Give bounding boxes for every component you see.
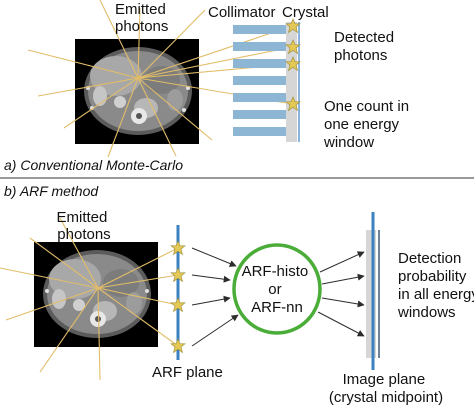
arrows-to-arf [191,247,239,347]
emitted-photons-label: Emitted photons [115,1,170,35]
arf-plane-label: ARF plane [152,364,223,381]
arf-label: ARF-histo or ARF-nn [242,263,313,316]
arf-ellipse [232,243,322,335]
collimator-label: Collimator [208,4,276,21]
section-label-arf: b) ARF method [4,183,99,199]
emitted-photon-rays [27,0,293,158]
panel-conventional: Emitted photons Collimator Crystal Detec… [4,0,413,173]
ct-scan-image [75,39,199,144]
detection-probability-label: Detection probability in all energy wind… [397,250,474,321]
emitted-photon-rays [0,217,179,381]
arrows-to-image-plane [317,251,365,337]
emitted-photons-label: Emitted photons [56,209,111,243]
section-label-conventional: a) Conventional Monte-Carlo [4,157,183,173]
panel-arf: b) ARF method [0,183,474,406]
image-plane-crystal [366,230,376,358]
ct-scan-image [34,242,158,347]
detected-photons-label: Detected photons [334,29,398,64]
collimator [233,25,286,136]
crystal [286,22,297,142]
one-count-label: One count in one energy window [323,98,413,151]
image-plane-label: Image plane (crystal midpoint) [329,371,443,406]
crystal-label: Crystal [282,4,329,21]
